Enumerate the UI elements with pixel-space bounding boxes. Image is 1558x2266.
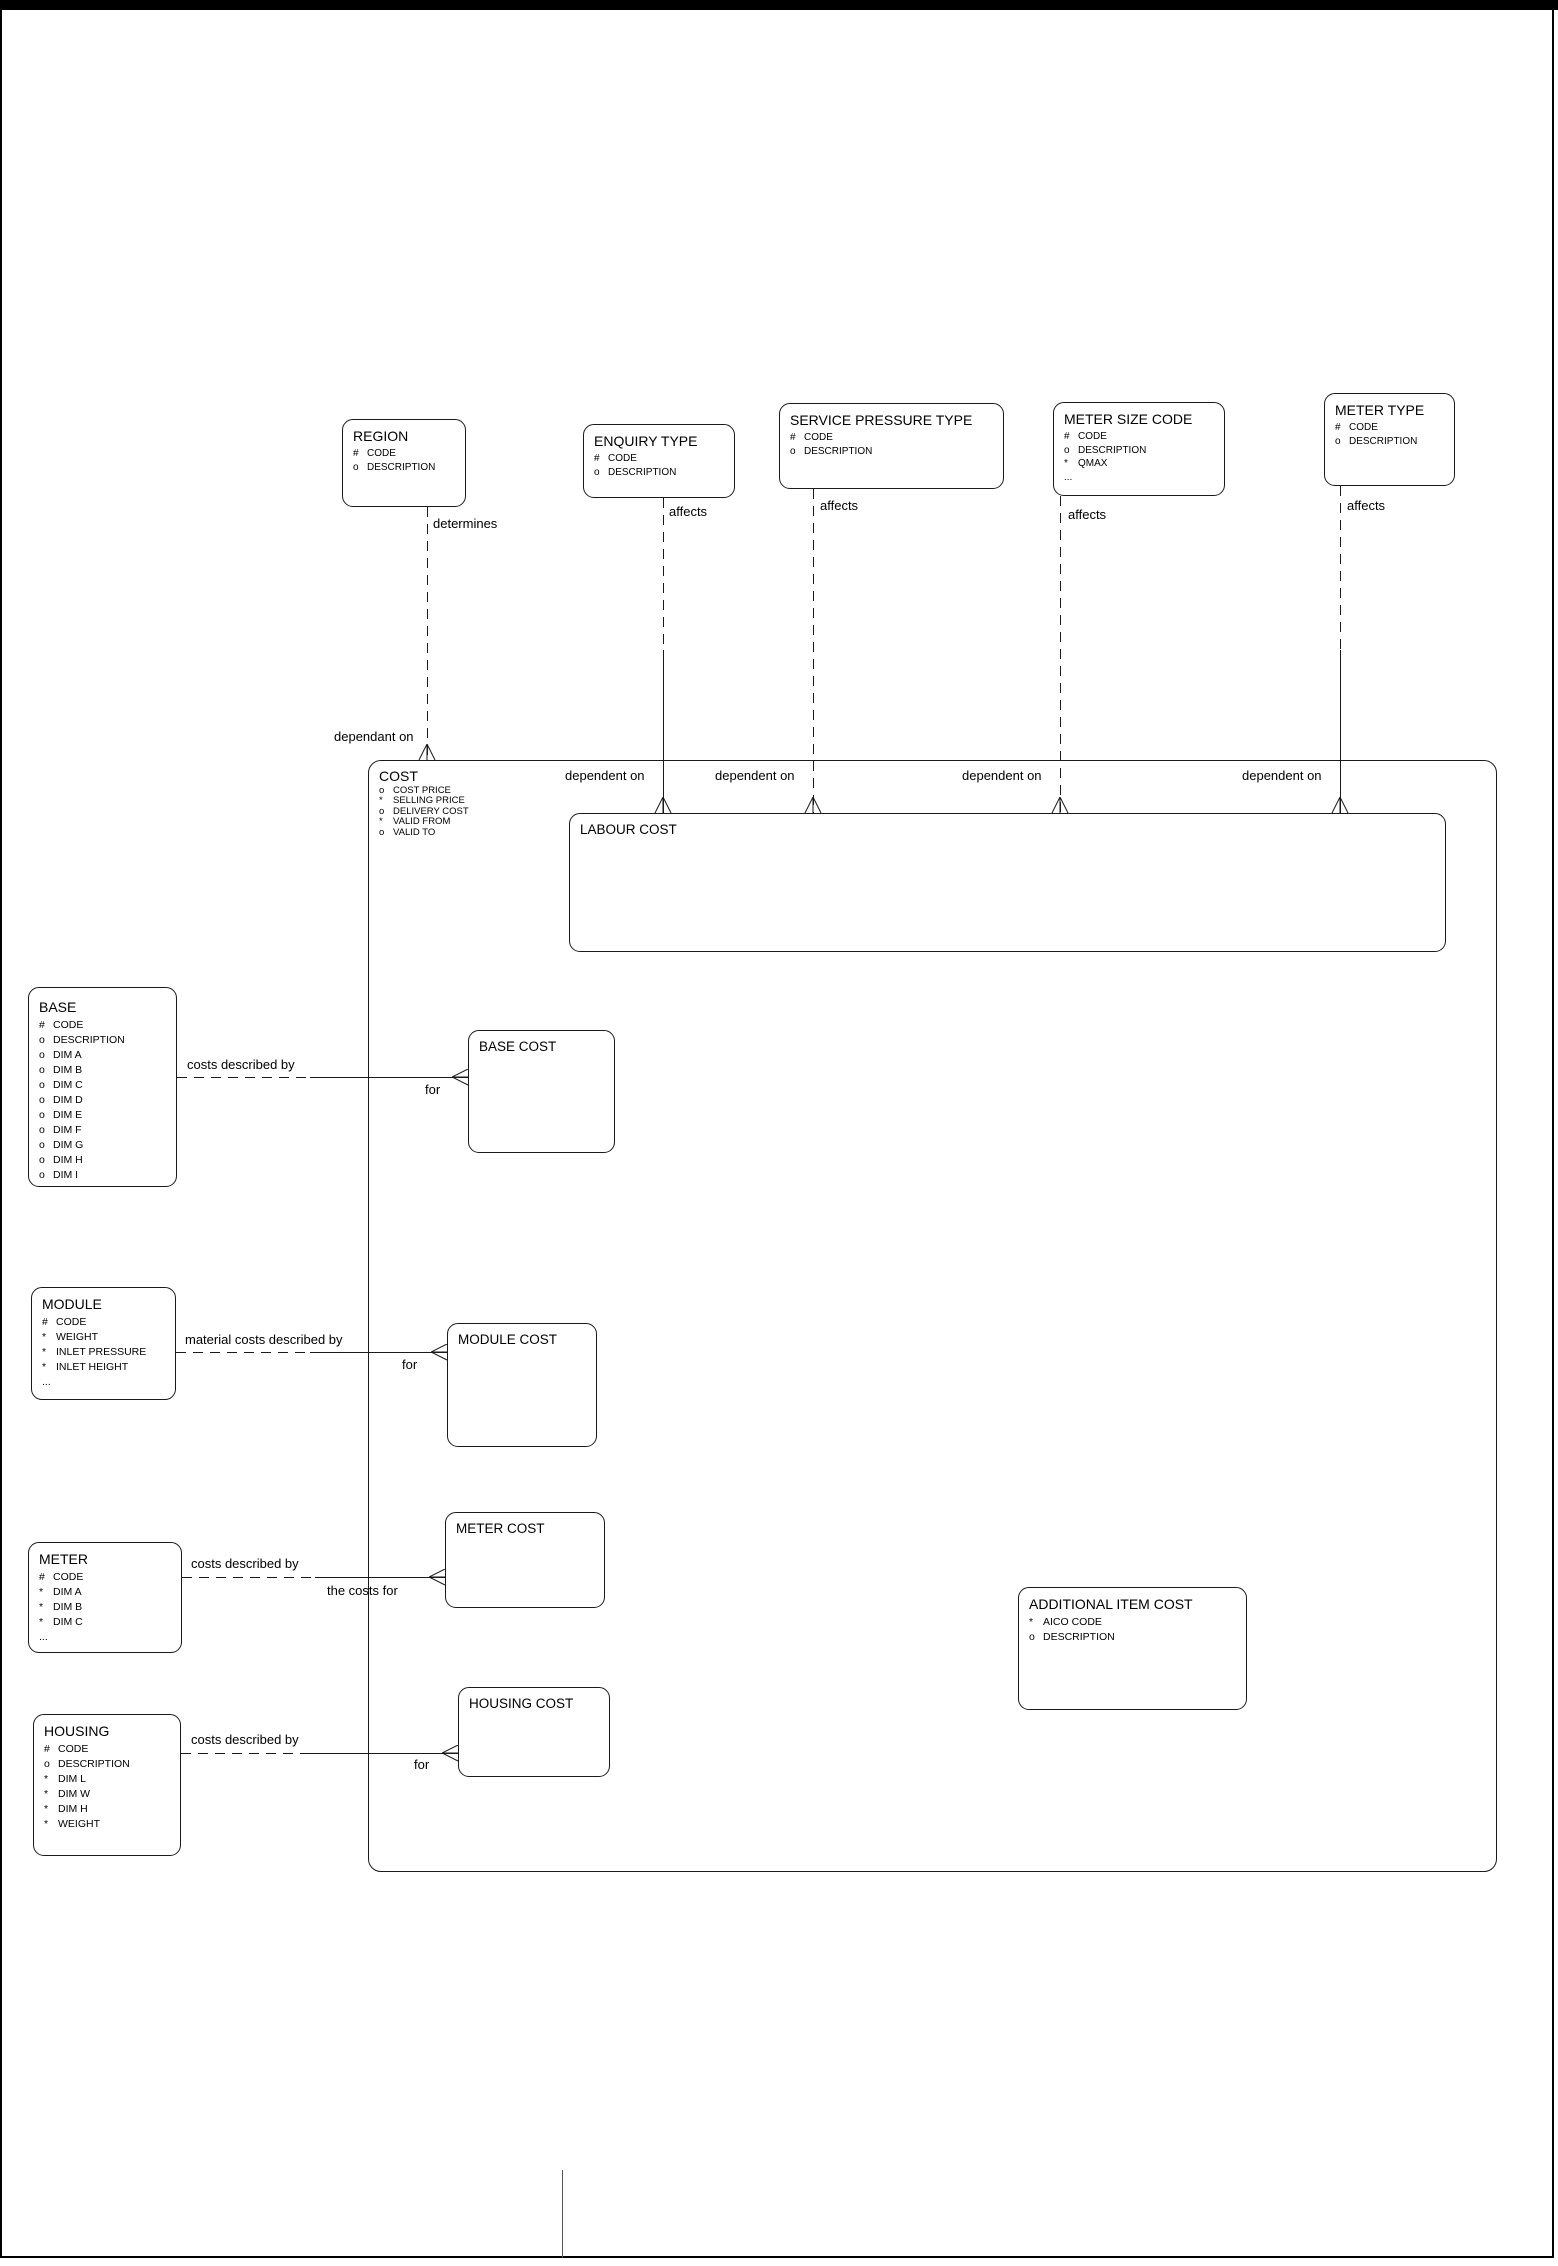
- rel-label-the-costs-for: the costs for: [327, 1583, 398, 1598]
- rel-label-costs-described-by-meter: costs described by: [191, 1556, 299, 1571]
- rel-line-meter-cost-mandatory: [315, 1577, 445, 1578]
- entity-housing-cost: HOUSING COST: [458, 1687, 610, 1777]
- rel-label-affects-service: affects: [820, 498, 859, 513]
- rel-line-housing-cost-mandatory: [310, 1753, 458, 1754]
- rel-line-module-cost-optional: [176, 1352, 310, 1353]
- rel-line-meter-size-cost: [1060, 496, 1061, 813]
- entity-module: MODULE #CODE*WEIGHT*INLET PRESSURE*INLET…: [31, 1287, 176, 1400]
- entity-enquiry-type-title: ENQUIRY TYPE: [594, 433, 698, 449]
- rel-label-dependent-on-meter-size: dependent on: [962, 768, 1042, 783]
- rel-line-region-cost: [427, 507, 428, 760]
- entity-service-pressure-type-title: SERVICE PRESSURE TYPE: [790, 412, 973, 428]
- entity-labour-cost: LABOUR COST: [569, 813, 1446, 952]
- crows-foot-service-labour: [804, 797, 822, 814]
- rel-line-base-cost-optional: [177, 1077, 310, 1078]
- crows-foot-meter-size-labour: [1051, 797, 1069, 814]
- entity-meter-title: METER: [39, 1551, 88, 1567]
- rel-line-enquiry-cost-mandatory: [663, 650, 664, 813]
- entity-module-cost-title: MODULE COST: [458, 1332, 558, 1347]
- rel-label-for-housing: for: [414, 1757, 430, 1772]
- rel-label-dependent-on-enquiry: dependent on: [565, 768, 645, 783]
- entity-meter-cost-title: METER COST: [456, 1521, 545, 1536]
- crows-foot-base-cost: [452, 1069, 469, 1086]
- rel-label-dependant-on: dependant on: [334, 729, 414, 744]
- rel-label-affects-meter-size: affects: [1068, 507, 1107, 522]
- entity-additional-item-cost-title: ADDITIONAL ITEM COST: [1029, 1596, 1193, 1612]
- entity-base-title: BASE: [39, 999, 77, 1015]
- rel-label-costs-described-by-base: costs described by: [187, 1057, 295, 1072]
- rel-line-housing-cost-optional: [181, 1753, 310, 1754]
- rel-label-material-costs-described-by: material costs described by: [185, 1332, 343, 1347]
- crows-foot-meter-cost: [429, 1569, 446, 1586]
- entity-base-cost: BASE COST: [468, 1030, 615, 1153]
- entity-cost-title: COST: [379, 768, 418, 784]
- rel-line-enquiry-cost-optional: [663, 498, 664, 650]
- entity-module-attrs: #CODE*WEIGHT*INLET PRESSURE*INLET HEIGHT…: [42, 1316, 147, 1388]
- rel-line-base-cost-mandatory: [310, 1077, 468, 1078]
- entity-base-cost-title: BASE COST: [479, 1039, 557, 1054]
- rel-label-for-module: for: [402, 1357, 418, 1372]
- entity-module-cost: MODULE COST: [447, 1323, 597, 1447]
- rel-label-affects-enquiry: affects: [669, 504, 708, 519]
- rel-label-dependent-on-meter-type: dependent on: [1242, 768, 1322, 783]
- scan-bottom-edge: [0, 0, 1558, 10]
- rel-line-module-cost-mandatory: [310, 1352, 447, 1353]
- entity-meter-cost: METER COST: [445, 1512, 605, 1608]
- crows-foot-enquiry-labour: [654, 797, 672, 814]
- rel-label-affects-meter-type: affects: [1347, 498, 1386, 513]
- crows-foot-housing-cost: [442, 1745, 459, 1762]
- rel-line-meter-type-cost-optional: [1340, 486, 1341, 650]
- entity-region-title: REGION: [353, 428, 409, 444]
- rel-label-costs-described-by-housing: costs described by: [191, 1732, 299, 1747]
- entity-meter: METER #CODE*DIM A*DIM B*DIM C...: [28, 1542, 182, 1653]
- entity-labour-cost-title: LABOUR COST: [580, 822, 677, 837]
- entity-housing-cost-title: HOUSING COST: [469, 1696, 574, 1711]
- crows-foot-module-cost: [431, 1344, 448, 1361]
- crows-foot-region-cost: [418, 744, 436, 761]
- entity-meter-type-title: METER TYPE: [1335, 402, 1425, 418]
- scan-crease-line: [562, 2170, 563, 2258]
- rel-label-determines: determines: [433, 516, 498, 531]
- rel-line-meter-cost-optional: [182, 1577, 315, 1578]
- entity-meter-size-code-title: METER SIZE CODE: [1064, 411, 1193, 427]
- rel-label-dependent-on-service: dependent on: [715, 768, 795, 783]
- rel-line-service-pressure-cost: [813, 489, 814, 813]
- entity-housing-title: HOUSING: [44, 1723, 110, 1739]
- rel-line-meter-type-cost-mandatory: [1340, 650, 1341, 813]
- entity-meter-attrs: #CODE*DIM A*DIM B*DIM C...: [39, 1571, 84, 1643]
- entity-module-title: MODULE: [42, 1296, 102, 1312]
- rel-label-for-base: for: [425, 1082, 441, 1097]
- crows-foot-meter-type-labour: [1331, 797, 1349, 814]
